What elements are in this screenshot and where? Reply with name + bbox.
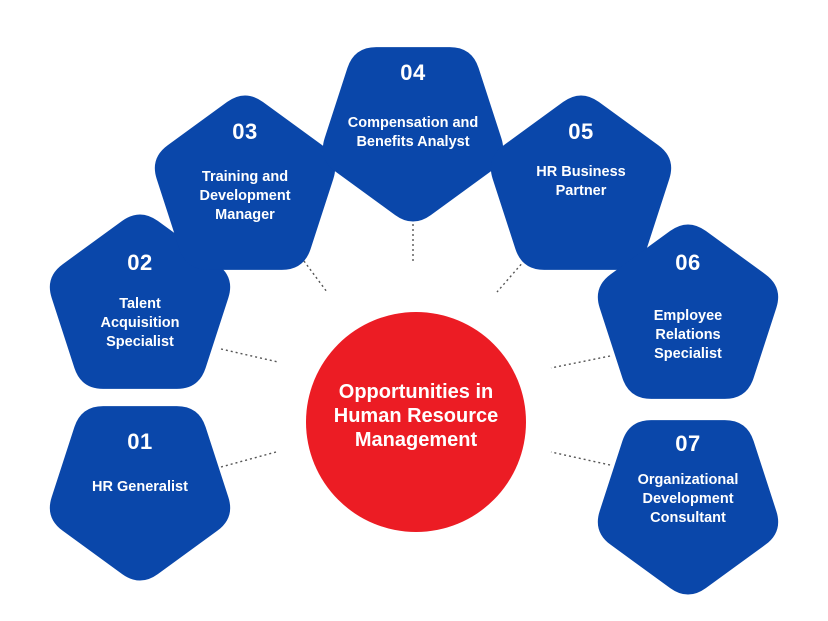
center-circle	[306, 312, 526, 532]
connectors	[220, 219, 611, 468]
center-title-line-2: Human Resource	[334, 405, 499, 427]
connector-line-02	[220, 348, 279, 363]
role-title-line: Relations	[655, 327, 720, 343]
role-title-line: Training and	[202, 169, 288, 185]
pentagon-shape	[490, 95, 672, 270]
role-title-line: HR Generalist	[92, 479, 188, 495]
center-title-line-1: Opportunities in	[339, 381, 493, 403]
role-title-line: Benefits Analyst	[356, 134, 469, 150]
connector-line-06	[550, 355, 611, 369]
role-number: 06	[675, 250, 700, 275]
center-title-line-3: Management	[355, 429, 478, 451]
role-title-line: HR Business	[536, 164, 625, 180]
role-number: 01	[127, 429, 152, 454]
role-node-01: 01 HR Generalist	[49, 406, 231, 581]
role-number: 04	[400, 60, 426, 85]
role-title-line: Specialist	[106, 334, 174, 350]
role-title-line: Employee	[654, 308, 723, 324]
role-title-line: Specialist	[654, 346, 722, 362]
connector-line-05	[496, 252, 532, 293]
role-number: 05	[568, 119, 593, 144]
pentagon-shape	[49, 406, 231, 581]
role-title-line: Development	[199, 188, 290, 204]
role-title-line: Talent	[119, 296, 161, 312]
role-title-line: Compensation and	[348, 115, 479, 131]
pentagon-shape	[154, 95, 336, 270]
center-node: Opportunities in Human Resource Manageme…	[306, 312, 526, 532]
connector-line-01	[220, 451, 277, 468]
role-number: 07	[675, 431, 700, 456]
role-number: 02	[127, 250, 152, 275]
connector-line-03	[297, 252, 328, 293]
role-title-line: Acquisition	[101, 315, 180, 331]
pentagon-shape	[597, 420, 779, 595]
role-title-line: Manager	[215, 207, 275, 223]
role-nodes: 01 HR Generalist 02TalentAcquisitionSpecia…	[49, 47, 779, 595]
pentagon-shape	[322, 47, 504, 222]
role-title-line: Partner	[556, 183, 607, 199]
pentagon-shape	[597, 224, 779, 399]
role-title-line: Development	[642, 491, 733, 507]
connector-line-07	[550, 451, 611, 466]
role-title-line: Organizational	[638, 472, 739, 488]
role-number: 03	[232, 119, 257, 144]
role-title-line: Consultant	[650, 510, 726, 526]
